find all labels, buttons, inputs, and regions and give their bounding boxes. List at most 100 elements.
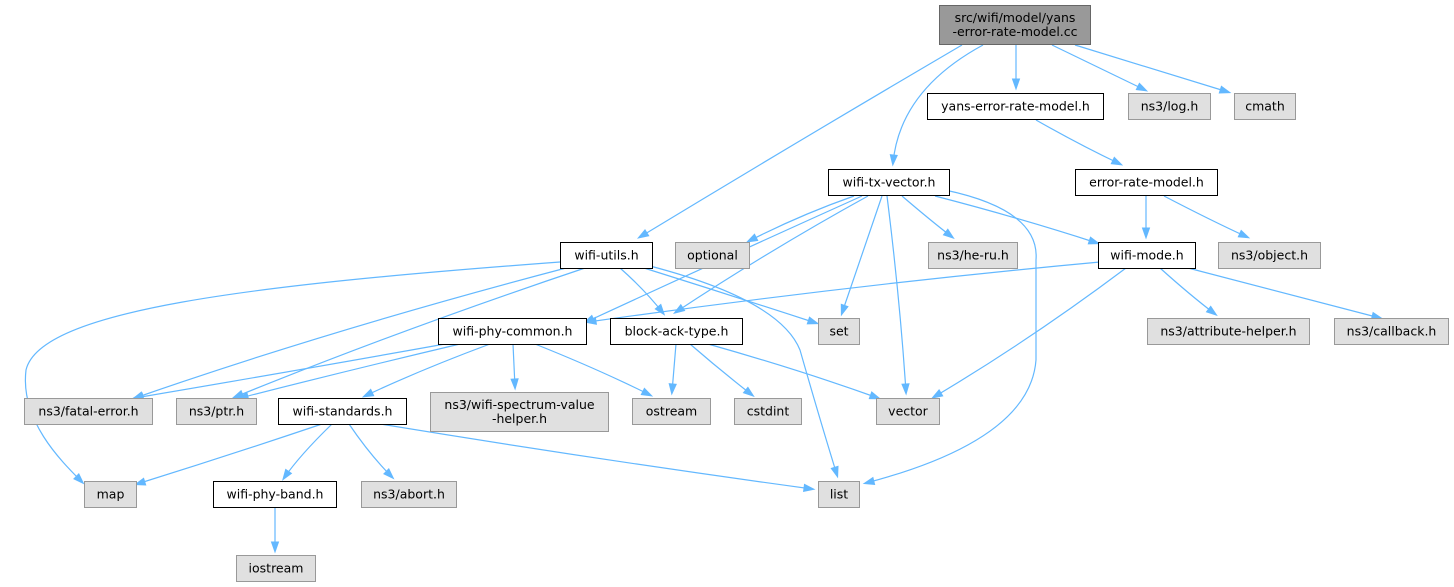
- edge-mode-to-common: [584, 261, 1101, 325]
- edge-standards-to-band: [282, 423, 333, 481]
- edge-line: [886, 195, 907, 393]
- node-ostream: ostream: [632, 398, 711, 425]
- node-label: ns3/attribute-helper.h: [1160, 324, 1296, 339]
- edge-erm-to-mode: [1141, 196, 1151, 240]
- node-txvec[interactable]: wifi-tx-vector.h: [828, 169, 950, 196]
- node-vector: vector: [876, 398, 940, 425]
- node-box: [213, 481, 337, 508]
- edge-line: [136, 423, 323, 485]
- node-label: block-ack-type.h: [625, 324, 729, 339]
- edge-common-to-fatal: [131, 343, 446, 401]
- node-abort: ns3/abort.h: [361, 481, 457, 508]
- node-box: [430, 392, 609, 432]
- edge-line: [283, 423, 333, 479]
- node-heru: ns3/he-ru.h: [928, 242, 1018, 269]
- node-label: ns3/he-ru.h: [937, 248, 1009, 263]
- arrowhead: [742, 386, 755, 398]
- edge-line: [1159, 267, 1216, 315]
- node-iostream: iostream: [236, 555, 316, 582]
- node-band[interactable]: wifi-phy-band.h: [213, 481, 337, 508]
- node-box: [176, 398, 257, 425]
- edge-line: [841, 195, 883, 314]
- node-label: cmath: [1245, 99, 1285, 114]
- node-box: [675, 242, 750, 269]
- node-label: yans-error-rate-model.h: [941, 99, 1090, 114]
- arrowhead: [668, 383, 677, 396]
- edge-line: [134, 343, 446, 399]
- arrowhead: [1135, 82, 1149, 92]
- node-box: [828, 169, 950, 196]
- node-label: cstdint: [747, 404, 790, 419]
- node-box: [1334, 318, 1449, 345]
- edge-line: [1163, 195, 1248, 238]
- node-box: [928, 242, 1018, 269]
- node-box: [84, 481, 137, 508]
- arrowhead: [637, 229, 650, 239]
- node-box: [610, 318, 743, 345]
- node-ptr: ns3/ptr.h: [176, 398, 257, 425]
- arrowhead: [510, 378, 519, 391]
- arrowhead: [640, 387, 654, 397]
- edge-utils-to-set: [643, 267, 820, 325]
- node-set: set: [818, 318, 860, 345]
- arrowhead: [73, 473, 85, 485]
- node-label: src/wifi/model/yans: [955, 10, 1076, 25]
- arrowhead: [361, 388, 375, 398]
- node-label: wifi-standards.h: [293, 404, 393, 419]
- arrowhead: [745, 233, 759, 243]
- node-label: wifi-phy-common.h: [453, 324, 573, 339]
- edge-common-to-spectrum: [510, 343, 519, 391]
- arrowhead: [840, 303, 849, 317]
- node-log_h: ns3/log.h: [1128, 93, 1211, 120]
- edge-line: [675, 195, 869, 313]
- node-label: ostream: [646, 404, 697, 419]
- arrowhead: [1141, 227, 1151, 240]
- node-box: [438, 318, 587, 345]
- edge-line: [649, 265, 838, 476]
- edge-bat-to-vector: [707, 343, 882, 400]
- node-box: [1234, 93, 1296, 120]
- edge-root-to-cmath: [1074, 44, 1232, 94]
- arrowhead: [1218, 85, 1232, 94]
- node-box: [734, 398, 802, 425]
- edge-mode-to-vector: [930, 267, 1127, 399]
- node-erm[interactable]: error-rate-model.h: [1075, 169, 1218, 196]
- node-bat[interactable]: block-ack-type.h: [610, 318, 743, 345]
- node-cstdint: cstdint: [734, 398, 802, 425]
- edge-txvec-to-optional: [745, 195, 855, 243]
- edge-line: [934, 195, 1098, 244]
- arrowhead: [806, 316, 820, 325]
- node-label: -helper.h: [492, 411, 547, 426]
- arrowhead: [1011, 78, 1021, 91]
- node-yans_h[interactable]: yans-error-rate-model.h: [927, 93, 1104, 120]
- edge-line: [933, 267, 1127, 398]
- node-box: [818, 318, 860, 345]
- node-label: ns3/wifi-spectrum-value: [444, 397, 594, 412]
- arrowhead: [133, 477, 147, 486]
- node-utils[interactable]: wifi-utils.h: [560, 242, 653, 269]
- node-label: error-rate-model.h: [1089, 175, 1204, 190]
- node-standards[interactable]: wifi-standards.h: [278, 398, 407, 425]
- node-spectrum: ns3/wifi-spectrum-value-helper.h: [430, 392, 609, 432]
- node-list: list: [818, 481, 860, 508]
- arrowhead: [830, 465, 839, 479]
- edge-line: [643, 267, 817, 324]
- edge-standards-to-map: [133, 423, 323, 486]
- edge-line: [619, 267, 664, 314]
- node-object: ns3/object.h: [1218, 242, 1321, 269]
- edge-line: [707, 343, 879, 399]
- edge-txvec-to-mode: [934, 195, 1101, 245]
- node-mode[interactable]: wifi-mode.h: [1098, 242, 1196, 269]
- edge-line: [689, 343, 753, 396]
- node-label: set: [829, 324, 848, 339]
- node-label: ns3/abort.h: [373, 487, 445, 502]
- node-label: list: [830, 487, 848, 502]
- node-box: [1098, 242, 1196, 269]
- edge-root-to-yans_h: [1011, 45, 1021, 91]
- node-label: ns3/ptr.h: [189, 404, 244, 419]
- edge-line: [534, 343, 651, 396]
- node-label: wifi-phy-band.h: [227, 487, 324, 502]
- edges-layer: [24, 44, 1384, 554]
- node-common[interactable]: wifi-phy-common.h: [438, 318, 587, 345]
